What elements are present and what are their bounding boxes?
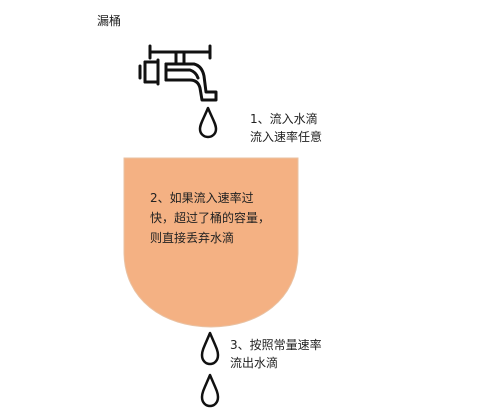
step1-line2: 流入速率任意: [250, 130, 323, 144]
step2-line1: 2、如果流入速率过: [150, 191, 254, 205]
step3-line1: 3、按照常量速率: [230, 338, 322, 352]
step2-line3: 则直接丢弃水滴: [150, 231, 235, 245]
step3-line2: 流出水滴: [230, 356, 279, 370]
water-drop-icon: [200, 373, 220, 408]
faucet-icon: [138, 44, 218, 102]
water-drop-icon: [198, 106, 218, 139]
water-drop-icon: [200, 331, 220, 366]
step2-line2: 快，超过了桶的容量，: [150, 211, 271, 225]
step2-label: 2、如果流入速率过 快，超过了桶的容量， 则直接丢弃水滴: [150, 188, 270, 248]
diagram-title: 漏桶: [97, 14, 122, 28]
step1-label: 1、流入水滴 流入速率任意: [250, 110, 322, 146]
bucket-shape: [123, 157, 299, 328]
step1-line1: 1、流入水滴: [250, 112, 318, 126]
step3-label: 3、按照常量速率 流出水滴: [230, 336, 322, 372]
